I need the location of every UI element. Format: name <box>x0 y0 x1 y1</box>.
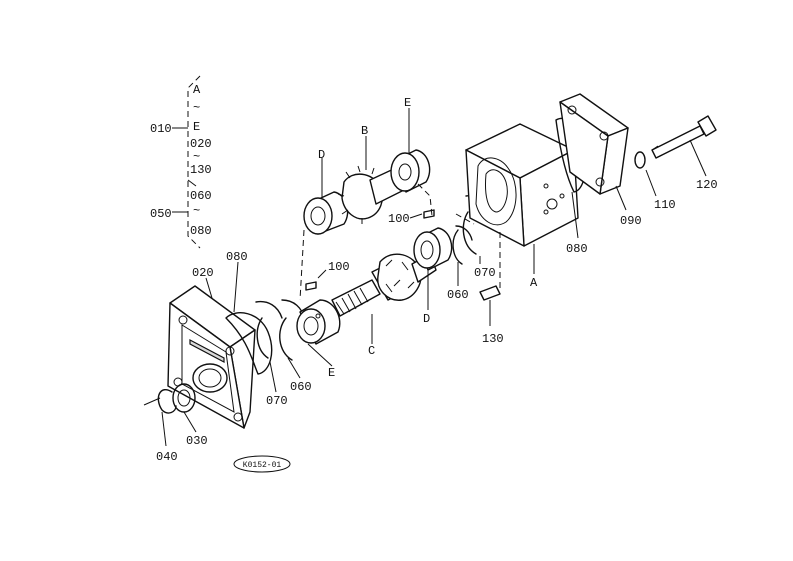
drawing-id-stamp <box>233 455 291 473</box>
label-030: 030 <box>186 434 208 448</box>
pin-100-lower <box>305 281 317 291</box>
label-A: A <box>530 276 538 290</box>
label-C: C <box>368 344 375 358</box>
front-cover-020 <box>167 285 256 429</box>
label-130: 130 <box>482 332 504 346</box>
label-120: 120 <box>696 178 718 192</box>
bushing-D-upper <box>303 191 349 235</box>
label-070-right: 070 <box>474 266 496 280</box>
drawing-id: K0152-01 <box>243 461 282 470</box>
legend-010-to: E <box>193 120 200 134</box>
label-040: 040 <box>156 450 178 464</box>
bushing-E-upper <box>390 149 431 193</box>
valve-130 <box>479 285 501 301</box>
alignment-line-3 <box>455 213 475 225</box>
legend-050-tilde: ~ <box>193 204 200 218</box>
bushing-D-lower <box>413 227 453 271</box>
legend-050-from: 060 <box>190 189 212 203</box>
snap-ring-040 <box>157 389 177 414</box>
legend-010-tilde: ~ <box>193 101 200 115</box>
legend-010-code: 010 <box>150 122 172 136</box>
label-110: 110 <box>654 198 676 212</box>
seal-ring-070-left <box>255 300 283 359</box>
label-060-left: 060 <box>290 380 312 394</box>
rear-cover-090 <box>559 93 629 195</box>
label-090: 090 <box>620 214 642 228</box>
legend-010-from: A <box>193 83 201 97</box>
bushing-E-lower <box>296 299 341 345</box>
alignment-line-2 <box>299 229 305 301</box>
washer-110 <box>634 151 646 169</box>
pin-100-upper <box>423 209 435 219</box>
legend-010b-to: 130 <box>190 163 212 177</box>
label-B: B <box>361 124 368 138</box>
label-080-right: 080 <box>566 242 588 256</box>
label-E-upper: E <box>404 96 411 110</box>
label-100-upper: 100 <box>388 212 410 226</box>
seal-ring-060-right <box>452 225 473 265</box>
label-070-left: 070 <box>266 394 288 408</box>
pump-body-A <box>465 123 579 247</box>
legend-bracket <box>172 75 201 249</box>
label-100-lower: 100 <box>328 260 350 274</box>
label-D-upper: D <box>318 148 325 162</box>
bolt-120 <box>651 115 717 159</box>
alignment-line-1 <box>417 183 433 217</box>
legend-010b-tilde: ~ <box>193 150 200 164</box>
label-E-lower: E <box>328 366 335 380</box>
gasket-080-left <box>225 312 273 375</box>
label-080-left: 080 <box>226 250 248 264</box>
legend-010b-from: 020 <box>190 137 212 151</box>
label-020: 020 <box>192 266 214 280</box>
label-060-right: 060 <box>447 288 469 302</box>
legend-050-code: 050 <box>150 207 172 221</box>
label-D-lower: D <box>423 312 430 326</box>
leader-lines <box>161 108 707 447</box>
legend-050-to: 080 <box>190 224 212 238</box>
